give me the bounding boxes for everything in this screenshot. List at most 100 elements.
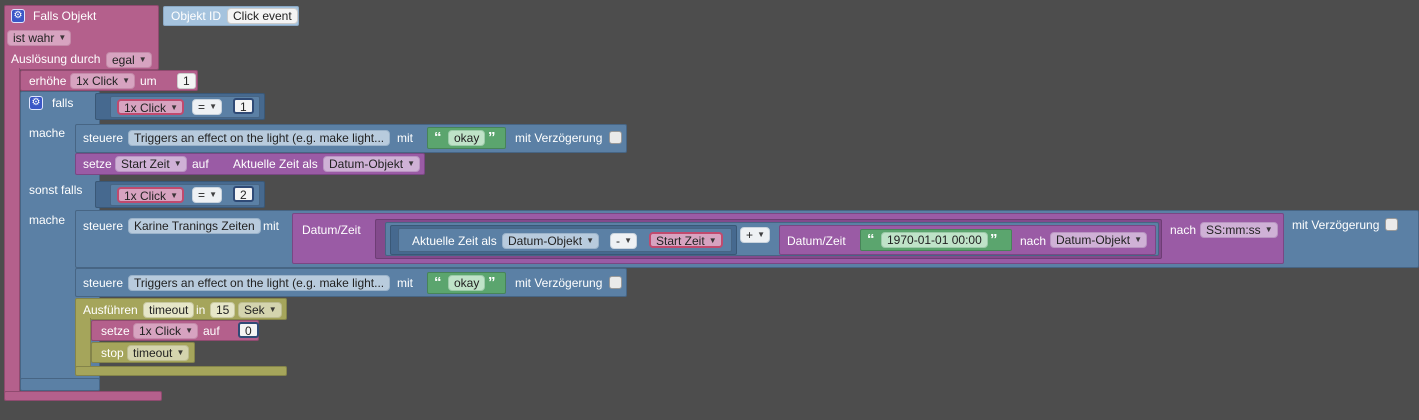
control3-target-value: Triggers an effect on the light (e.g. ma… <box>134 276 385 290</box>
condition2-variable-dropdown[interactable]: 1x Click▼ <box>117 187 185 203</box>
trigger-dropdown[interactable]: egal▼ <box>106 52 152 68</box>
condition1-operator-value: = <box>198 100 206 114</box>
event-block-spine <box>4 68 20 393</box>
condition2-operator-value: = <box>198 188 206 202</box>
minus-operator-dropdown[interactable]: -▼ <box>610 233 637 249</box>
stop-dropdown[interactable]: timeout▼ <box>127 345 190 361</box>
control2-label: steuere <box>83 219 124 233</box>
current-time-format-dropdown[interactable]: Datum-Objekt▼ <box>502 233 600 249</box>
chevron-down-icon: ▼ <box>1134 235 1143 244</box>
gear-icon[interactable]: ⚙ <box>29 96 43 110</box>
date-string-field[interactable]: 1970-01-01 00:00 <box>881 232 988 248</box>
control1-target-value: Triggers an effect on the light (e.g. ma… <box>134 131 385 145</box>
chevron-down-icon: ▼ <box>407 159 416 168</box>
condition1-operator-dropdown[interactable]: =▼ <box>192 99 223 115</box>
elseif-label: sonst falls <box>29 183 83 197</box>
minus-operator-value: - <box>616 234 620 248</box>
start-var-dropdown[interactable]: Start Zeit▼ <box>649 232 723 248</box>
chevron-down-icon: ▼ <box>586 236 595 245</box>
control1-delay-checkbox[interactable] <box>609 131 622 144</box>
set-start-variable-dropdown[interactable]: Start Zeit▼ <box>115 156 187 172</box>
quote-close-icon: ” <box>488 129 496 146</box>
set-start-to-label: auf <box>192 157 209 171</box>
timeout-unit-value: Sek <box>244 303 265 317</box>
reset-variable-value: 1x Click <box>139 324 182 338</box>
chevron-down-icon: ▼ <box>708 236 717 245</box>
if-block-footer <box>20 378 100 391</box>
plus-operator-value: + <box>746 228 754 242</box>
chevron-down-icon: ▼ <box>268 305 277 314</box>
control1-target-dropdown[interactable]: Triggers an effect on the light (e.g. ma… <box>128 130 391 146</box>
reset-value[interactable]: 0 <box>238 322 259 338</box>
datetime-outer-label: Datum/Zeit <box>302 223 361 237</box>
quote-close-icon: ” <box>990 231 998 248</box>
chevron-down-icon: ▼ <box>58 33 67 42</box>
control2-target-value: Karine Tranings Zeiten <box>134 219 255 233</box>
after-format-value: Datum-Objekt <box>1056 233 1131 247</box>
quote-open-icon: “ <box>434 274 442 291</box>
control1-value-field[interactable]: okay <box>448 130 486 146</box>
event-title: Falls Objekt <box>33 9 97 23</box>
set-start-format-value: Datum-Objekt <box>329 157 404 171</box>
trigger-dropdown-value: egal <box>112 53 135 67</box>
quote-close-icon: ” <box>488 274 496 291</box>
control2-delay-checkbox[interactable] <box>1385 218 1398 231</box>
timeout-block-spine <box>75 318 91 368</box>
condition2-value[interactable]: 2 <box>233 186 254 202</box>
control3-value-field[interactable]: okay <box>448 275 486 291</box>
outer-after-label: nach <box>1170 223 1197 237</box>
control1-label: steuere <box>83 131 124 145</box>
chevron-down-icon: ▼ <box>185 326 194 335</box>
timeout-label: Ausführen <box>83 303 138 317</box>
control2-with-label: mit <box>263 219 279 233</box>
set-start-variable-value: Start Zeit <box>121 157 170 171</box>
control1-with-label: mit <box>397 131 413 145</box>
control3-target-dropdown[interactable]: Triggers an effect on the light (e.g. ma… <box>128 275 391 291</box>
plus-operator-dropdown[interactable]: +▼ <box>740 227 771 243</box>
event-block-footer <box>4 391 162 401</box>
condition2-operator-dropdown[interactable]: =▼ <box>192 187 223 203</box>
condition-dropdown[interactable]: ist wahr▼ <box>7 30 72 46</box>
object-id-label: Objekt ID <box>171 9 222 23</box>
control2-delay-label: mit Verzögerung <box>1292 218 1380 232</box>
chevron-down-icon: ▼ <box>209 190 218 199</box>
condition1-value[interactable]: 1 <box>233 98 254 114</box>
chevron-down-icon: ▼ <box>170 191 179 200</box>
condition2-variable-value: 1x Click <box>124 189 167 203</box>
reset-to-label: auf <box>203 324 220 338</box>
chevron-down-icon: ▼ <box>173 159 182 168</box>
timeout-unit-dropdown[interactable]: Sek▼ <box>238 302 282 318</box>
after-format-dropdown[interactable]: Datum-Objekt▼ <box>1050 232 1148 248</box>
datetime-inner-label: Datum/Zeit <box>787 234 846 248</box>
do2-label: mache <box>29 213 66 227</box>
timeout-in-label: in <box>196 303 206 317</box>
timeout-name-field[interactable]: timeout <box>143 302 195 318</box>
increment-label: erhöhe <box>29 74 67 88</box>
control3-with-label: mit <box>397 276 413 290</box>
do-label: mache <box>29 126 66 140</box>
increment-variable-dropdown[interactable]: 1x Click▼ <box>70 73 136 89</box>
increment-amount[interactable]: 1 <box>177 73 196 89</box>
condition1-variable-dropdown[interactable]: 1x Click▼ <box>117 99 185 115</box>
gear-icon[interactable]: ⚙ <box>11 9 25 23</box>
chevron-down-icon: ▼ <box>122 76 131 85</box>
set-start-format-dropdown[interactable]: Datum-Objekt▼ <box>323 156 421 172</box>
reset-variable-dropdown[interactable]: 1x Click▼ <box>133 323 199 339</box>
trigger-label: Auslösung durch <box>11 52 101 66</box>
set-start-current-time-label: Aktuelle Zeit als <box>233 157 318 171</box>
start-var-value: Start Zeit <box>656 234 705 248</box>
outer-format-dropdown[interactable]: SS:mm:ss▼ <box>1200 222 1278 238</box>
control3-label: steuere <box>83 276 124 290</box>
timeout-amount-field[interactable]: 15 <box>210 302 236 318</box>
stop-label: stop <box>101 346 124 360</box>
chevron-down-icon: ▼ <box>170 103 179 112</box>
current-time-format-value: Datum-Objekt <box>508 234 583 248</box>
reset-set-label: setze <box>101 324 130 338</box>
condition-dropdown-value: ist wahr <box>13 31 55 45</box>
control3-delay-checkbox[interactable] <box>609 276 622 289</box>
object-id-field[interactable]: Click event <box>227 8 298 24</box>
control3-delay-label: mit Verzögerung <box>515 276 603 290</box>
control2-target-dropdown[interactable]: Karine Tranings Zeiten <box>128 218 261 234</box>
stop-value: timeout <box>133 346 173 360</box>
condition1-variable-value: 1x Click <box>124 101 167 115</box>
